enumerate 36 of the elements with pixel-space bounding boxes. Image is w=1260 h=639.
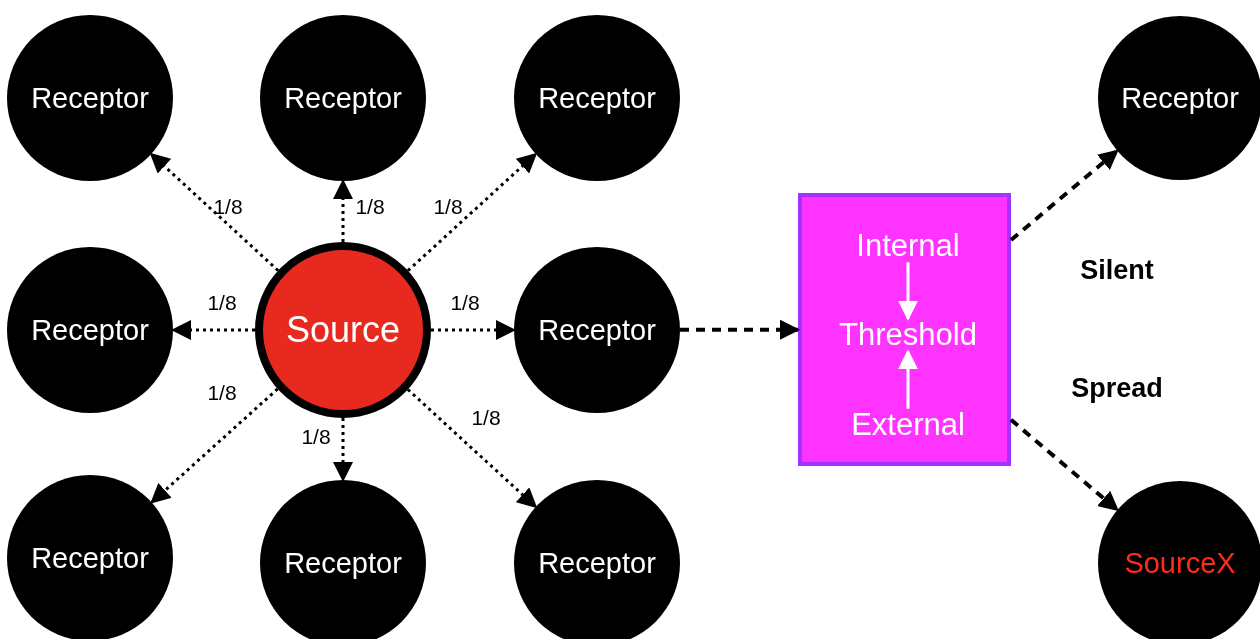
arrow xyxy=(333,179,353,242)
node-label: Receptor xyxy=(31,81,149,115)
node-label: Receptor xyxy=(284,546,402,580)
arrow xyxy=(171,320,255,340)
node-label: Receptor xyxy=(1121,81,1239,115)
edge-label: 1/8 xyxy=(213,195,243,219)
edge-label: 1/8 xyxy=(433,195,463,219)
node-label: SourceX xyxy=(1124,546,1236,580)
arrow xyxy=(898,349,918,409)
edge-label: 1/8 xyxy=(355,195,385,219)
edge-label: 1/8 xyxy=(450,291,480,315)
edge-label: 1/8 xyxy=(207,381,237,405)
arrow xyxy=(333,418,353,482)
factor-label: External xyxy=(851,408,965,442)
arrow xyxy=(406,152,538,272)
edge-label: 1/8 xyxy=(471,406,501,430)
edge-label: Spread xyxy=(1071,372,1163,404)
node-label: Receptor xyxy=(31,541,149,575)
factor-label: Internal xyxy=(856,229,960,263)
arrow xyxy=(898,262,918,321)
threshold-box xyxy=(798,193,1011,466)
arrow xyxy=(149,152,280,272)
node-label: Receptor xyxy=(538,313,656,347)
arrow xyxy=(150,387,279,504)
edge-label: 1/8 xyxy=(301,425,331,449)
arrow xyxy=(680,319,800,340)
node-label: Receptor xyxy=(284,81,402,115)
arrow xyxy=(406,388,538,509)
edge-label: 1/8 xyxy=(207,291,237,315)
node-label: Receptor xyxy=(538,81,656,115)
node-label: Receptor xyxy=(31,313,149,347)
node-label: Receptor xyxy=(538,546,656,580)
factor-label: Threshold xyxy=(839,318,977,352)
edge-label: Silent xyxy=(1080,254,1154,286)
node-label: Source xyxy=(285,309,401,351)
arrow xyxy=(431,320,516,340)
